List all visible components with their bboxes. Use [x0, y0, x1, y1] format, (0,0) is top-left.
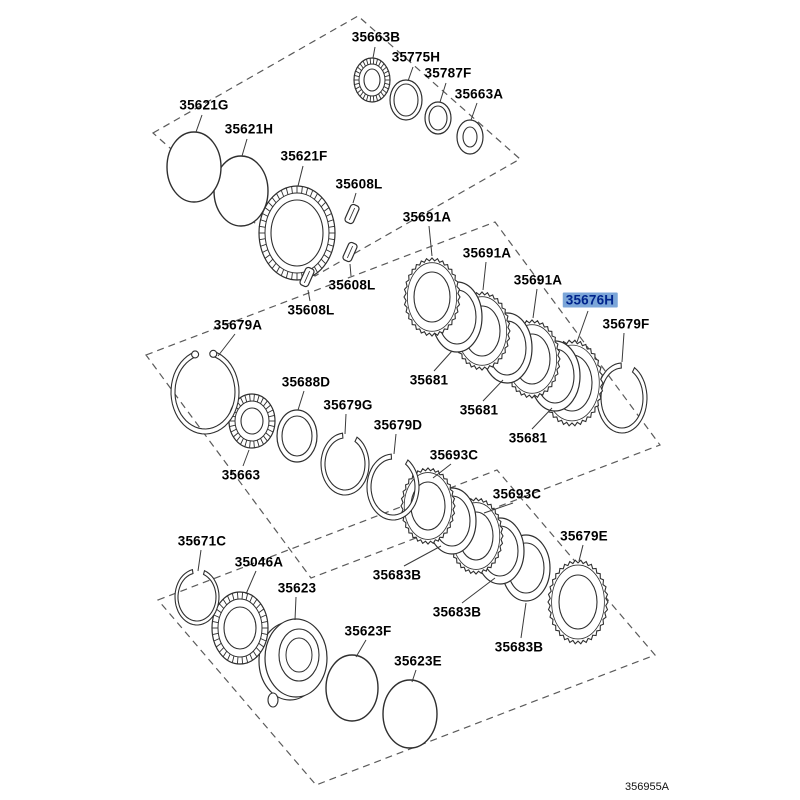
part-shape-35693C	[448, 497, 514, 575]
leader-line	[520, 602, 527, 639]
part-shape-35608L	[299, 266, 315, 302]
part-label-35621F[interactable]: 35621F	[280, 148, 328, 164]
leader-line	[297, 390, 305, 411]
part-shape-35623E	[382, 669, 438, 749]
part-shape-35663A	[456, 102, 484, 155]
leader-line	[372, 46, 376, 59]
leader-line	[439, 82, 447, 103]
part-label-35679F[interactable]: 35679F	[602, 316, 650, 332]
leader-line	[294, 596, 297, 621]
part-label-35683B[interactable]: 35683B	[494, 639, 544, 655]
part-label-35681[interactable]: 35681	[508, 430, 548, 446]
part-shape-35623	[258, 596, 328, 708]
leader-line	[428, 225, 433, 257]
part-label-35691A[interactable]: 35691A	[402, 209, 452, 225]
part-label-35623[interactable]: 35623	[277, 580, 317, 596]
group-frame	[145, 221, 661, 579]
part-label-35623E[interactable]: 35623E	[394, 653, 442, 669]
part-label-35608L[interactable]: 35608L	[328, 277, 376, 293]
leader-line	[407, 66, 414, 82]
leader-line	[411, 669, 417, 683]
leader-line	[217, 333, 236, 357]
leader-line	[241, 138, 248, 157]
part-label-35691A[interactable]: 35691A	[462, 245, 512, 261]
leader-line	[461, 577, 496, 604]
part-label-35691A[interactable]: 35691A	[513, 272, 563, 288]
part-shape-35787F	[424, 82, 452, 135]
part-label-35608L[interactable]: 35608L	[287, 302, 335, 318]
leader-line	[432, 463, 452, 479]
leader-line	[482, 261, 487, 291]
leader-line	[352, 192, 357, 204]
part-shape-35691A	[403, 225, 461, 337]
part-shape-35679G	[320, 413, 370, 496]
part-shape-35663	[228, 393, 276, 467]
part-label-35683B[interactable]: 35683B	[372, 567, 422, 583]
leader-line	[242, 449, 250, 467]
part-shape-35621G	[166, 114, 222, 203]
leader-line	[393, 433, 397, 455]
part-label-35046A[interactable]: 35046A	[234, 554, 284, 570]
part-label-35608L[interactable]: 35608L	[335, 176, 383, 192]
part-label-35663A[interactable]: 35663A	[454, 86, 504, 102]
part-label-35679G[interactable]: 35679G	[323, 397, 373, 413]
part-label-35681[interactable]: 35681	[459, 402, 499, 418]
part-label-35663B[interactable]: 35663B	[351, 29, 401, 45]
part-label-35683B[interactable]: 35683B	[432, 604, 482, 620]
part-label-35679A[interactable]: 35679A	[213, 317, 263, 333]
part-label-35693C[interactable]: 35693C	[492, 486, 542, 502]
leader-line	[576, 310, 589, 343]
leader-line	[578, 544, 584, 562]
leader-line	[532, 288, 538, 319]
leader-line	[197, 549, 202, 572]
part-shape-35621H	[213, 138, 269, 227]
leader-line	[433, 350, 453, 372]
part-label-35679D[interactable]: 35679D	[373, 417, 423, 433]
part-label-35623F[interactable]: 35623F	[344, 623, 392, 639]
part-shape-35693C	[400, 463, 456, 545]
leader-line	[403, 545, 442, 567]
leader-line	[483, 502, 514, 514]
part-shape-35679E	[547, 544, 609, 645]
part-shape-35679A	[170, 333, 240, 435]
part-shape-35046A	[211, 570, 269, 665]
part-label-35663[interactable]: 35663	[221, 467, 261, 483]
leader-line	[482, 379, 504, 402]
part-label-35621H[interactable]: 35621H	[224, 121, 274, 137]
part-label-35688D[interactable]: 35688D	[281, 374, 331, 390]
part-label-35676H-selected[interactable]: 35676H	[562, 292, 618, 308]
part-shape-35775H	[389, 66, 423, 121]
leader-line	[245, 570, 257, 595]
part-shape-35608L	[342, 241, 358, 277]
leader-line	[531, 407, 553, 430]
leader-line	[344, 413, 347, 435]
part-shape-35679F	[596, 332, 648, 434]
part-label-35671C[interactable]: 35671C	[177, 533, 227, 549]
leader-line	[621, 332, 625, 363]
part-label-35621G[interactable]: 35621G	[179, 97, 229, 113]
part-shape-35663B	[353, 46, 391, 103]
leader-line	[195, 114, 203, 133]
leader-line	[470, 102, 478, 121]
leader-line	[355, 639, 367, 658]
leader-line	[297, 165, 304, 187]
part-label-35693C[interactable]: 35693C	[429, 447, 479, 463]
part-shape-35671C	[174, 549, 220, 626]
part-label-35787F[interactable]: 35787F	[424, 65, 472, 81]
part-shape-35621F	[258, 165, 336, 281]
leader-line	[307, 289, 311, 302]
part-label-35775H[interactable]: 35775H	[391, 49, 441, 65]
part-label-35679E[interactable]: 35679E	[560, 528, 608, 544]
leader-line	[349, 263, 352, 277]
part-shape-35608L	[344, 192, 360, 225]
part-shape-35688D	[276, 390, 318, 463]
part-label-35681[interactable]: 35681	[409, 372, 449, 388]
part-shape-35679D	[366, 433, 420, 521]
part-shape-35623F	[325, 639, 379, 722]
